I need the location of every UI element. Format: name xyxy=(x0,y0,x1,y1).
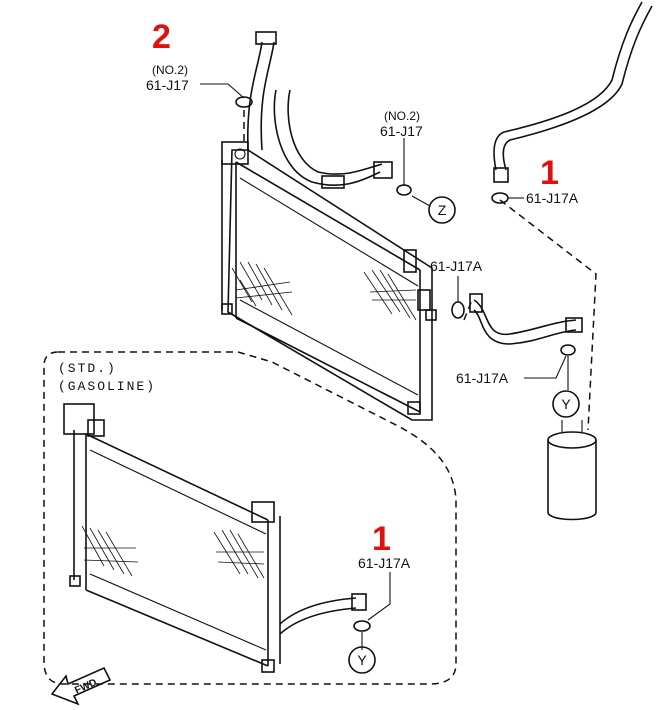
o-rings xyxy=(235,96,576,632)
upper-discharge-hose xyxy=(246,31,393,189)
liquid-pipe xyxy=(469,293,583,345)
fwd-arrow-icon: FWD xyxy=(50,666,112,706)
part-label-f: 61-J17A xyxy=(358,555,411,571)
no2-label-a: (NO.2) xyxy=(152,63,188,77)
no2-label-b: (NO.2) xyxy=(384,109,420,123)
callout-2-top-left: 2 xyxy=(152,18,171,56)
marker-y-bottom: Y xyxy=(348,646,376,674)
marker-z-text: Z xyxy=(438,202,447,218)
marker-y-top-text: Y xyxy=(561,396,571,412)
gasoline-label: (GASOLINE) xyxy=(58,379,156,394)
part-label-b: 61-J17 xyxy=(380,123,423,139)
std-label: (STD.) xyxy=(58,361,117,376)
part-label-d: 61-J17A xyxy=(430,258,483,274)
dashed-leaders xyxy=(243,110,597,431)
lower-condenser xyxy=(63,403,281,673)
marker-y-top: Y xyxy=(552,390,580,418)
marker-y-bottom-text: Y xyxy=(357,652,367,668)
top-right-pipe xyxy=(493,1,653,183)
upper-condenser xyxy=(221,141,437,421)
callout-1-bottom: 1 xyxy=(372,520,391,558)
part-label-a: 61-J17 xyxy=(146,77,189,93)
std-gasoline-group: (STD.) (GASOLINE) xyxy=(43,351,457,685)
marker-z: Z xyxy=(428,196,456,224)
receiver-drier xyxy=(547,420,597,521)
callout-1-top-right: 1 xyxy=(540,154,559,192)
leader-lines xyxy=(200,83,569,650)
part-label-c: 61-J17A xyxy=(526,190,579,206)
part-label-e: 61-J17A xyxy=(456,370,509,386)
